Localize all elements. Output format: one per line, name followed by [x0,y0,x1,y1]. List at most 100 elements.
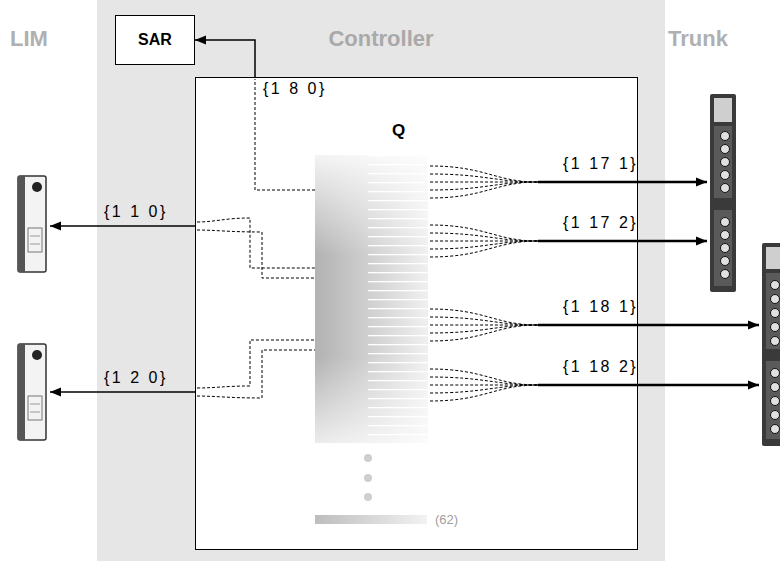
lim-device-part [28,228,42,252]
trunk-device-part [766,247,780,269]
connection-id: {1 17 2} [563,214,638,232]
continuation-dots-part [364,474,372,482]
box-ground [115,15,195,65]
lim-device-part [32,182,42,192]
lim-device-part [28,396,42,420]
node-text: Q [392,121,405,141]
trunk-device-part-part [721,132,730,141]
trunk-device-part-part [771,383,780,392]
trunk-device-part [714,98,732,122]
dashed-fan-part [430,317,538,325]
continuation-dots-part [364,493,372,501]
trunk-device-part-part [721,270,730,279]
output-arrows-part [538,181,707,184]
dashed-fan-part [430,385,538,401]
connection-id: {1 8 0} [262,80,328,98]
trunk-device [762,243,780,446]
lim-device-part [18,344,46,440]
dashed-fan [197,79,538,401]
dashed-fan-part [430,166,538,182]
lim-device-part [30,404,40,405]
trunk-device-part-part [721,244,730,253]
continuation-dots-part [364,454,372,462]
column-heading: LIM [10,26,48,52]
output-arrows-part [538,240,707,243]
dashed-fan-part [430,225,538,241]
trunk-device-part [766,273,780,349]
queue-column [315,155,428,443]
column-heading: Trunk [668,26,728,52]
lim-device-part [30,236,40,237]
lim-device-part [18,176,25,272]
dashed-fan-part [430,182,538,198]
connector-arrow [195,40,255,77]
queue-column-part [315,155,428,443]
trunk-device-part-part [771,337,780,346]
trunk-device-part-part [771,309,780,318]
output-arrows-part [50,225,195,227]
trunk-device-part-part [721,158,730,167]
dashed-fan-part [430,325,538,341]
dashed-fan-part [430,174,538,182]
connection-id: {1 1 0} [104,203,168,221]
dashed-fan-part [430,385,538,393]
output-arrows-part [50,391,195,393]
trunk-device-part-part [721,218,730,227]
dashed-fan-part [430,241,538,249]
lim-device-part [30,244,40,245]
dashed-fan-part [430,233,538,241]
dashed-fan-part [197,230,315,278]
node-text: Controller [328,26,433,52]
trunk-device-part-part [771,397,780,406]
trunk-device-part-part [721,231,730,240]
trunk-device-part [762,243,780,446]
output-arrows-part [538,384,759,387]
controller-region: Controller SAR Q [97,0,665,561]
dashed-fan-part [430,309,538,325]
trunk-device [710,94,736,292]
lim-device-part [32,350,42,360]
node-text: SAR [138,30,172,50]
box-ground [195,77,638,550]
dashed-fan-part [430,369,538,385]
queue-count: (62) [435,512,458,528]
dashed-fan-part [430,377,538,385]
connection-id: {1 18 2} [563,358,638,376]
lim-device-part [18,176,46,272]
connection-id: {1 18 1} [563,298,638,316]
box-ground [97,0,665,561]
trunk-device-part-part [771,369,780,378]
trunk-device-part-part [771,425,780,434]
trunk-device-part-part [721,145,730,154]
dashed-fan-part [197,340,315,388]
queue-column-part [315,155,428,443]
trunk-device-part [771,281,780,434]
dashed-fan-part [430,241,538,257]
trunk-device-part-part [771,411,780,420]
trunk-device-part-part [721,184,730,193]
lim-device [18,344,46,440]
lim-device [18,176,46,272]
trunk-device-part [721,132,730,279]
connection-id: {1 2 0} [104,369,168,387]
trunk-device-part [710,94,736,292]
dashed-fan-part [197,350,315,398]
lim-device-part [30,412,40,413]
continuation-dots [364,454,372,501]
trunk-device-part-part [771,295,780,304]
output-arrows-part [538,324,759,327]
trunk-device-part [714,126,732,198]
trunk-device-part-part [721,171,730,180]
trunk-device-part-part [771,281,780,290]
dashed-fan-part [430,182,538,190]
trunk-device-part-part [721,257,730,266]
lim-device-part [18,344,25,440]
last-queue-bar [315,515,427,524]
output-arrows [50,182,759,392]
trunk-device-part [766,361,780,439]
trunk-device-part-part [771,323,780,332]
